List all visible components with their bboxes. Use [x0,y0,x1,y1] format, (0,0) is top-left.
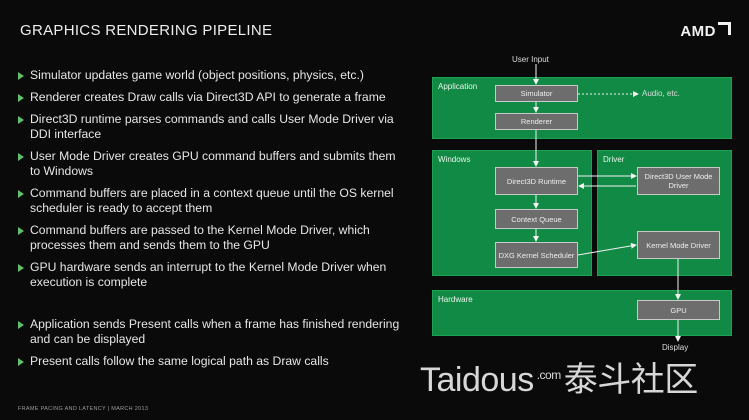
region-label-hardware: Hardware [438,295,473,304]
bullet-item: Command buffers are placed in a context … [18,186,408,216]
node-simulator: Simulator [495,85,578,102]
node-context-queue: Context Queue [495,209,578,229]
bullet-item: Renderer creates Draw calls via Direct3D… [18,90,408,105]
arrow-scheduler-kmd [577,242,637,256]
region-label-driver: Driver [603,155,625,164]
watermark-cn: 泰斗社区 [563,361,699,399]
node-gpu: GPU [637,300,720,320]
bullet-item: Present calls follow the same logical pa… [18,354,408,369]
node-kmd: Kernel Mode Driver [637,231,720,259]
bullet-item: Command buffers are passed to the Kernel… [18,223,408,253]
bullet-item: User Mode Driver creates GPU command buf… [18,149,408,179]
amd-arrow-icon [718,22,731,35]
watermark: Taidous.com泰斗社区 [420,352,698,401]
region-label-application: Application [438,82,478,91]
bullet-list: Simulator updates game world (object pos… [18,68,408,376]
bullet-item: Simulator updates game world (object pos… [18,68,408,83]
region-application: Application [432,77,732,139]
bullet-item: Application sends Present calls when a f… [18,317,408,347]
node-renderer: Renderer [495,113,578,130]
node-dxg-scheduler: DXG Kernel Scheduler [495,242,578,268]
label-user-input: User Input [512,55,549,64]
node-d3d-runtime: Direct3D Runtime [495,167,578,195]
region-label-windows: Windows [438,155,471,164]
pipeline-diagram: Application Windows Driver Hardware User… [420,50,749,360]
page-title: GRAPHICS RENDERING PIPELINE [20,22,273,39]
node-umd: Direct3D User Mode Driver [637,167,720,195]
bullet-item: Direct3D runtime parses commands and cal… [18,112,408,142]
amd-logo: AMD [680,22,731,40]
diagram-arrows [533,64,681,342]
label-display: Display [662,343,689,352]
watermark-dot: .com [536,368,562,382]
footer-text: FRAME PACING AND LATENCY | MARCH 2013 [18,406,149,412]
logo-text: AMD [680,23,716,40]
bullet-item: GPU hardware sends an interrupt to the K… [18,260,408,290]
watermark-main: Taidous [420,361,534,399]
label-audio: Audio, etc. [642,89,680,98]
